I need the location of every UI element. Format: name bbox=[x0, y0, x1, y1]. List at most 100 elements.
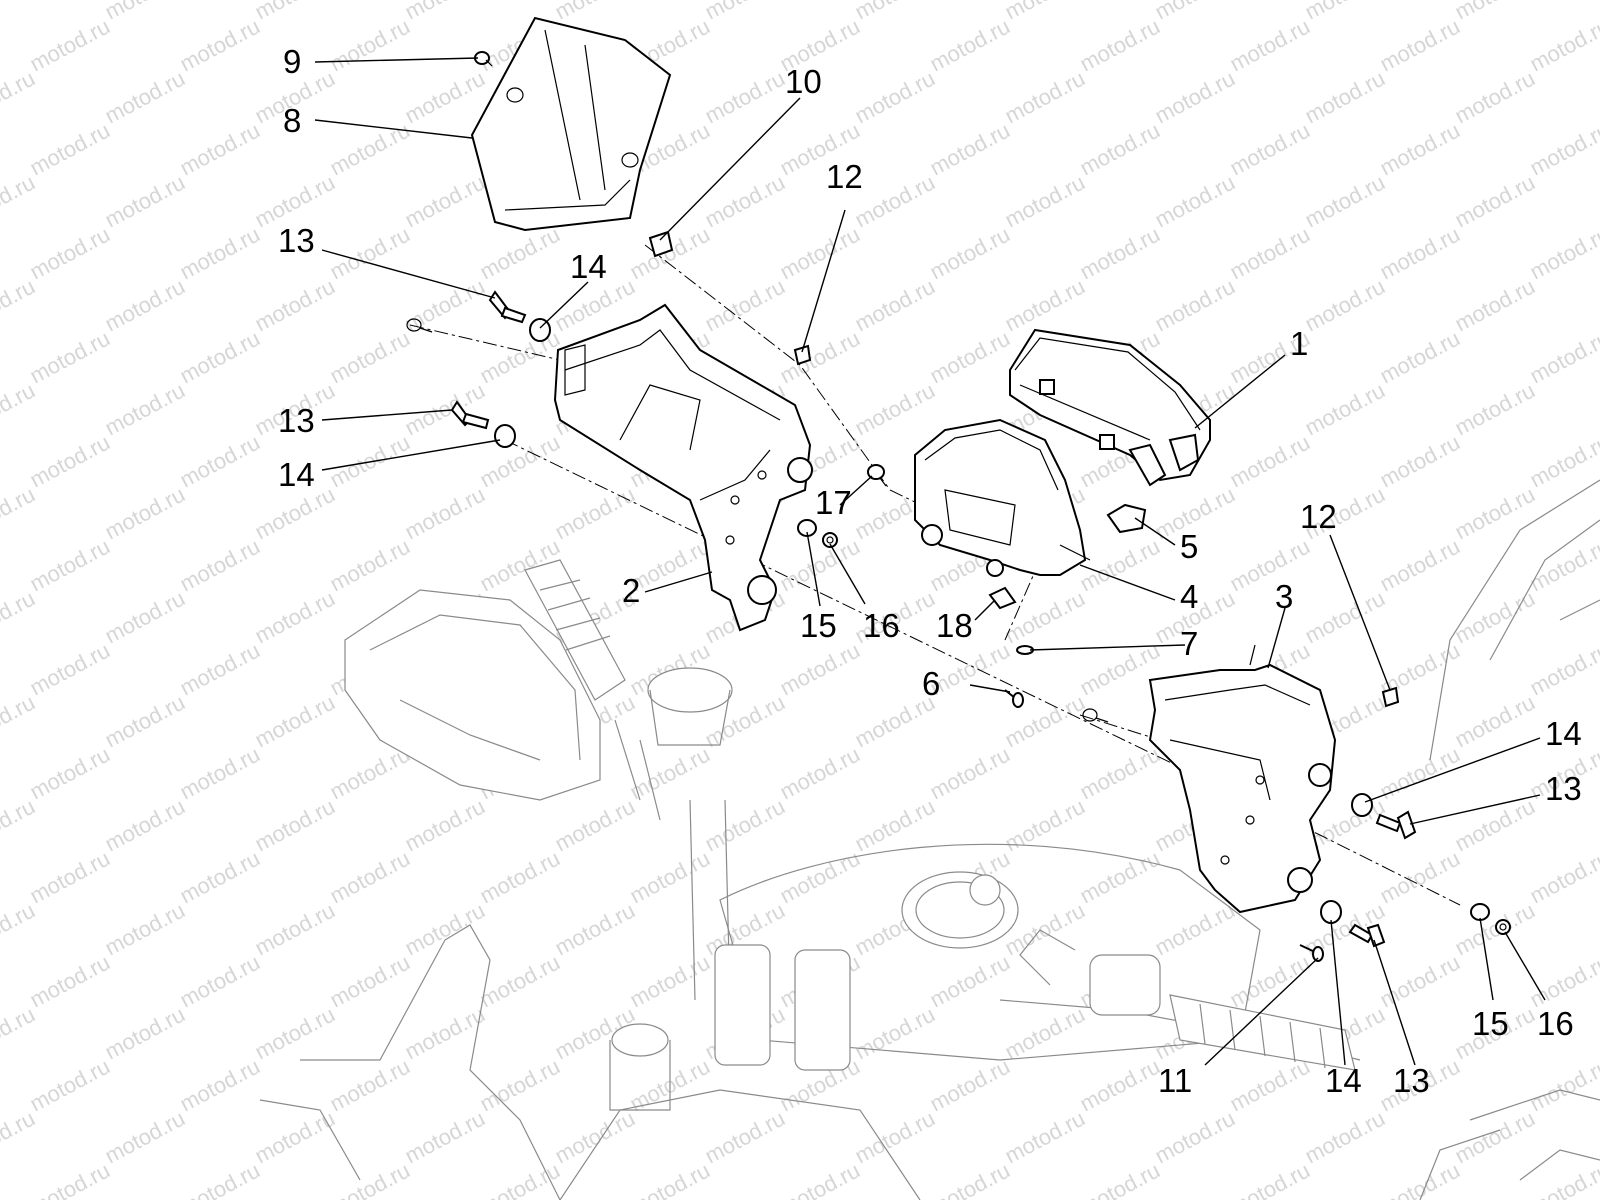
watermark-text: motod.ru bbox=[1001, 1106, 1089, 1169]
callout-13-a: 13 bbox=[278, 222, 315, 259]
watermark-text: motod.ru bbox=[251, 898, 339, 961]
watermark-text: motod.ru bbox=[1301, 586, 1389, 649]
instrument-housing-part-4 bbox=[914, 418, 1091, 577]
watermark-text: motod.ru bbox=[0, 1002, 39, 1065]
washer-part-14-b bbox=[494, 424, 516, 448]
watermark-text: motod.ru bbox=[776, 1158, 864, 1200]
watermark-text: motod.ru bbox=[401, 482, 489, 545]
watermark-text: motod.ru bbox=[1301, 1106, 1389, 1169]
watermark-text: motod.ru bbox=[326, 1054, 414, 1117]
watermark-text: motod.ru bbox=[1151, 274, 1239, 337]
watermark-text: motod.ru bbox=[1451, 378, 1539, 441]
watermark-text: motod.ru bbox=[176, 326, 264, 389]
watermark-text: motod.ru bbox=[0, 66, 39, 129]
watermark-text: motod.ru bbox=[1076, 534, 1164, 597]
watermark-text: motod.ru bbox=[1226, 534, 1314, 597]
watermark-text: motod.ru bbox=[1526, 118, 1600, 181]
watermark-text: motod.ru bbox=[926, 1054, 1014, 1117]
watermark-text: motod.ru bbox=[776, 846, 864, 909]
watermark-text: motod.ru bbox=[851, 0, 939, 24]
watermark-text: motod.ru bbox=[851, 66, 939, 129]
watermark-text: motod.ru bbox=[176, 534, 264, 597]
watermark-text: motod.ru bbox=[701, 1106, 789, 1169]
watermark-text: motod.ru bbox=[926, 14, 1014, 77]
watermark-text: motod.ru bbox=[26, 1054, 114, 1117]
callout-4: 4 bbox=[1180, 578, 1198, 615]
watermark-text: motod.ru bbox=[101, 586, 189, 649]
callout-18: 18 bbox=[936, 607, 973, 644]
watermark-text: motod.ru bbox=[251, 690, 339, 753]
watermark-text: motod.ru bbox=[326, 846, 414, 909]
washer-part-14-a bbox=[529, 318, 551, 342]
watermark-text: motod.ru bbox=[176, 118, 264, 181]
watermark-text: motod.ru bbox=[401, 274, 489, 337]
callout-14-b: 14 bbox=[278, 456, 315, 493]
screw-part-11 bbox=[1299, 944, 1324, 962]
watermark-text: motod.ru bbox=[1301, 170, 1389, 233]
watermark-text: motod.ru bbox=[1226, 430, 1314, 493]
watermark-text: motod.ru bbox=[1151, 898, 1239, 961]
motorcycle-background bbox=[259, 479, 1600, 1200]
watermark-text: motod.ru bbox=[401, 1002, 489, 1065]
speed-nut-part-10 bbox=[648, 230, 674, 258]
watermark-text: motod.ru bbox=[1451, 0, 1539, 24]
watermark-text: motod.ru bbox=[1451, 170, 1539, 233]
watermark-text: motod.ru bbox=[251, 794, 339, 857]
watermark-text: motod.ru bbox=[0, 794, 39, 857]
watermark-text: motod.ru bbox=[326, 534, 414, 597]
watermark-text: motod.ru bbox=[1376, 326, 1464, 389]
watermark-text: motod.ru bbox=[1451, 898, 1539, 961]
watermark-text: motod.ru bbox=[101, 170, 189, 233]
watermark-text: motod.ru bbox=[776, 742, 864, 805]
bolt-part-13-b bbox=[450, 400, 490, 430]
watermark-text: motod.ru bbox=[1001, 586, 1089, 649]
watermark-text: motod.ru bbox=[1151, 66, 1239, 129]
watermark-text: motod.ru bbox=[0, 482, 39, 545]
watermark-text: motod.ru bbox=[0, 274, 39, 337]
watermark-text: motod.ru bbox=[1376, 222, 1464, 285]
watermark-text: motod.ru bbox=[626, 950, 714, 1013]
watermark-text: motod.ru bbox=[1526, 430, 1600, 493]
watermark-text: motod.ru bbox=[476, 222, 564, 285]
grommet-part-5 bbox=[1106, 503, 1147, 534]
watermark-text: motod.ru bbox=[701, 66, 789, 129]
watermark-text: motod.ru bbox=[1076, 14, 1164, 77]
watermark-text: motod.ru bbox=[1151, 170, 1239, 233]
watermark-text: motod.ru bbox=[1076, 118, 1164, 181]
watermark-text: motod.ru bbox=[176, 430, 264, 493]
watermark-text: motod.ru bbox=[926, 326, 1014, 389]
callout-11: 11 bbox=[1158, 1062, 1192, 1099]
callout-14-c: 14 bbox=[1545, 715, 1582, 752]
watermark-text: motod.ru bbox=[1376, 950, 1464, 1013]
watermark-text: motod.ru bbox=[1226, 1158, 1314, 1200]
watermark-text: motod.ru bbox=[926, 222, 1014, 285]
watermark-text: motod.ru bbox=[851, 378, 939, 441]
spacer-part-15-lower bbox=[1470, 903, 1490, 921]
watermark-text: motod.ru bbox=[851, 1002, 939, 1065]
watermark-text: motod.ru bbox=[101, 794, 189, 857]
watermark-text: motod.ru bbox=[101, 1106, 189, 1169]
watermark-text: motod.ru bbox=[326, 326, 414, 389]
watermark-text: motod.ru bbox=[101, 898, 189, 961]
watermark-text: motod.ru bbox=[1076, 222, 1164, 285]
callout-16-upper: 16 bbox=[863, 607, 900, 644]
callout-14-a: 14 bbox=[570, 248, 607, 285]
watermark-text: motod.ru bbox=[26, 846, 114, 909]
washer-part-14-d bbox=[1320, 900, 1342, 924]
leader-lines bbox=[314, 57, 1546, 1066]
callout-1: 1 bbox=[1290, 325, 1308, 362]
watermark-text: motod.ru bbox=[176, 950, 264, 1013]
callout-10: 10 bbox=[785, 63, 822, 100]
watermark-text: motod.ru bbox=[1451, 794, 1539, 857]
watermark-text: motod.ru bbox=[776, 222, 864, 285]
watermark-text: motod.ru bbox=[1001, 1002, 1089, 1065]
watermark-text: motod.ru bbox=[251, 0, 339, 24]
watermark-text: motod.ru bbox=[776, 638, 864, 701]
callout-13-d: 13 bbox=[1393, 1062, 1430, 1099]
watermark-text: motod.ru bbox=[0, 586, 39, 649]
watermark-text: motod.ru bbox=[176, 638, 264, 701]
watermark-text: motod.ru bbox=[1001, 274, 1089, 337]
watermark-text: motod.ru bbox=[401, 0, 489, 24]
watermark-text: motod.ru bbox=[101, 274, 189, 337]
screw-part-17 bbox=[867, 464, 887, 487]
